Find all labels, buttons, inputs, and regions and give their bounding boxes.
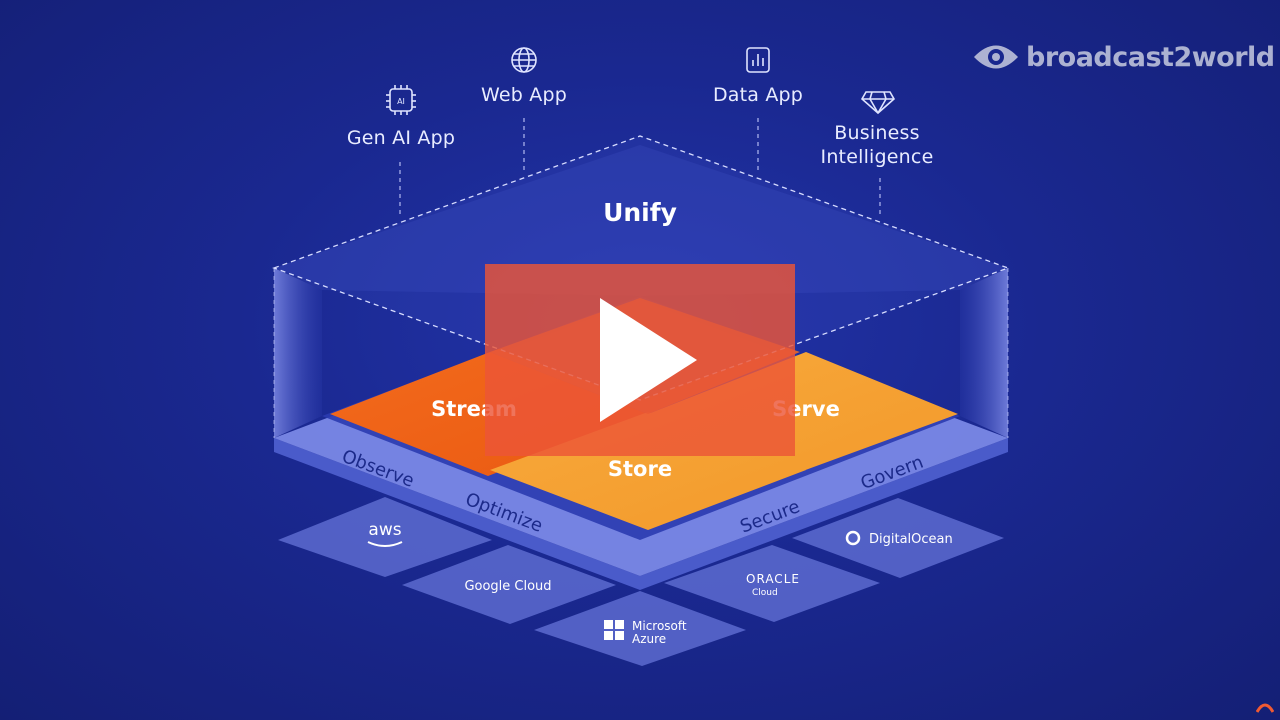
tile-microsoft-azure xyxy=(534,591,746,666)
wall-back-left xyxy=(274,145,640,296)
microsoft-label-line1: Microsoft xyxy=(632,619,687,633)
oracle-label-line1: ORACLE xyxy=(746,572,800,586)
svg-text:AI: AI xyxy=(397,97,405,106)
bi-label-line1: Business xyxy=(834,122,920,144)
ai-chip-icon xyxy=(386,85,416,115)
diamond-icon xyxy=(860,91,896,115)
bi-label-line2: Intelligence xyxy=(820,146,934,168)
wall-back-right xyxy=(640,145,1008,296)
aws-smile-icon xyxy=(367,541,403,547)
microsoft-label-line2: Azure xyxy=(632,632,666,646)
web-app-label: Web App xyxy=(481,84,567,106)
data-app-label: Data App xyxy=(712,84,804,106)
digitalocean-label: DigitalOcean xyxy=(869,532,953,547)
google-cloud-label: Google Cloud xyxy=(464,579,551,594)
wall-right xyxy=(960,268,1008,438)
cloud-tiles xyxy=(278,497,1004,666)
tile-google-cloud xyxy=(402,545,616,624)
play-icon xyxy=(600,298,697,422)
oracle-label-line2: Cloud xyxy=(752,588,778,598)
wall-left xyxy=(274,268,322,438)
gen-ai-app-label: Gen AI App xyxy=(346,127,456,149)
brand-watermark: broadcast2world xyxy=(972,38,1275,76)
corner-logo-icon xyxy=(1256,703,1274,713)
tile-aws xyxy=(278,497,492,577)
bar-chart-icon xyxy=(746,47,770,73)
microsoft-logo-icon xyxy=(604,620,624,640)
tile-oracle xyxy=(664,545,880,622)
brand-name: broadcast2world xyxy=(1026,41,1275,73)
bi-label: Business Intelligence xyxy=(806,121,948,169)
unify-label: Unify xyxy=(603,198,677,227)
tile-digitalocean xyxy=(792,498,1004,578)
digitalocean-logo-icon xyxy=(845,530,861,546)
aws-logo-text: aws xyxy=(368,520,401,540)
store-label: Store xyxy=(608,457,672,481)
globe-icon xyxy=(511,47,537,73)
play-button[interactable] xyxy=(485,264,795,456)
eye-logo-icon xyxy=(974,45,1018,69)
